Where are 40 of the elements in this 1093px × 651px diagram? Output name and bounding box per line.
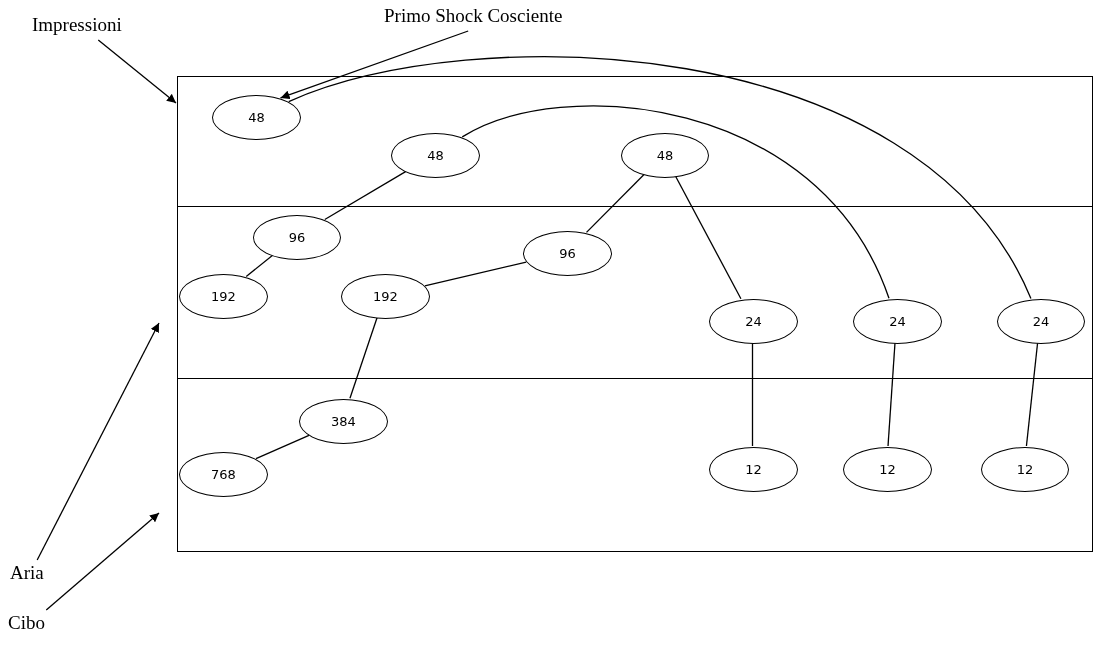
number-label: 768 [211, 467, 236, 482]
number-ellipse [212, 95, 301, 140]
connector-line [461, 105, 890, 299]
connector-line [751, 342, 754, 447]
number-label: 24 [745, 314, 762, 329]
caption-label: Cibo [8, 613, 45, 632]
number-ellipse [179, 274, 268, 319]
number-ellipse [299, 399, 388, 444]
number-label: 192 [373, 289, 398, 304]
connector-line [887, 342, 896, 447]
number-ellipse [341, 274, 430, 319]
caption-label: Aria [10, 563, 44, 582]
number-label: 192 [211, 289, 236, 304]
number-label: 48 [427, 148, 444, 163]
arrow [97, 39, 177, 104]
number-label: 384 [331, 414, 356, 429]
number-label: 12 [745, 462, 762, 477]
number-label: 96 [288, 230, 306, 245]
number-label: 24 [1032, 314, 1050, 329]
connector-line [245, 254, 273, 278]
number-label: 12 [879, 462, 896, 477]
connector-line [288, 56, 1032, 300]
caption-label: Primo Shock Cosciente [384, 6, 563, 25]
caption-label: Impressioni [32, 15, 122, 34]
number-ellipse [179, 452, 268, 497]
arrow [36, 322, 160, 561]
number-label: 24 [889, 314, 906, 329]
arrow [45, 512, 160, 611]
number-label: 48 [656, 148, 674, 163]
connector-line [255, 434, 310, 460]
connector-line [324, 170, 407, 221]
connector-line [349, 317, 378, 399]
arrow [279, 30, 469, 100]
number-label: 12 [1016, 462, 1034, 477]
band-box [177, 206, 1093, 379]
connector-line [1025, 342, 1039, 447]
band-box [177, 378, 1093, 552]
band-box [177, 76, 1093, 207]
number-label: 48 [248, 110, 265, 125]
number-label: 96 [559, 246, 576, 261]
